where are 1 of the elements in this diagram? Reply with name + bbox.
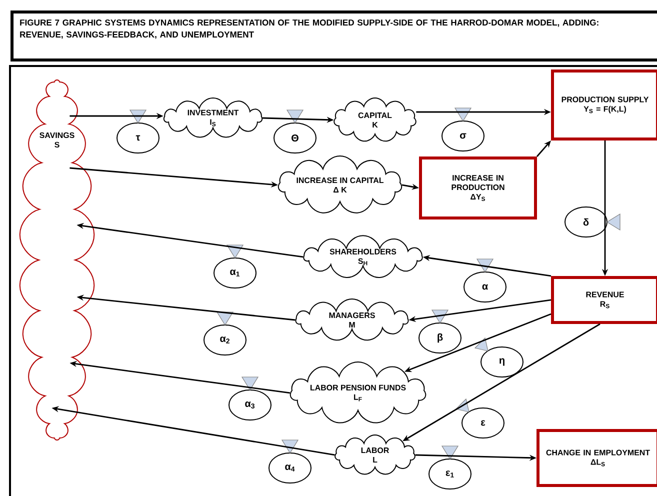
figure-title: FIGURE 7 GRAPHIC SYSTEMS DYNAMICS REPRESENTATION OF THE MODIFIED SUPPLY-SIDE OF THE HARROD-DOMAR MODEL, ADDING: REVENUE, SAVINGS-FEEDBACK, AND UNEMPLOYMENT (20, 20, 598, 39)
